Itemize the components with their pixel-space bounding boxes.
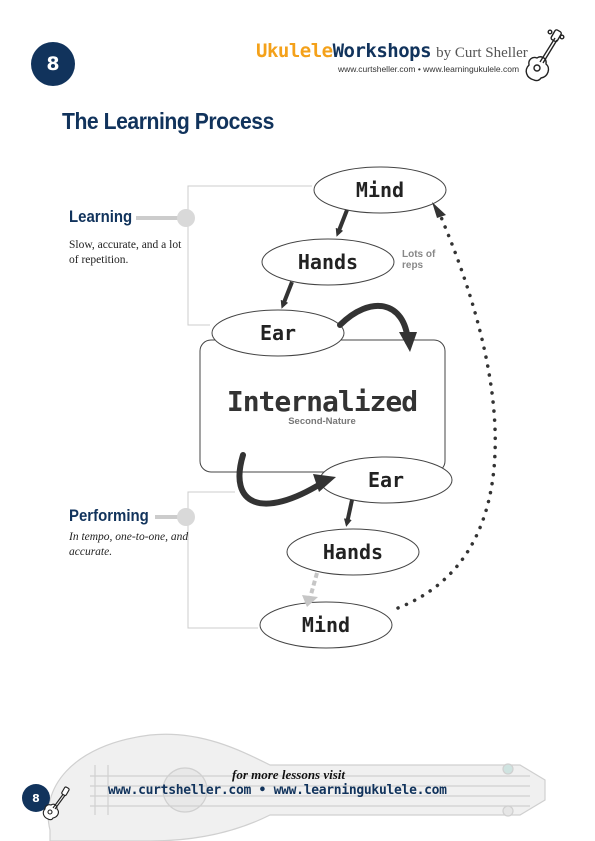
hands-bottom-label: Hands (322, 540, 384, 564)
footer-ukulele-icon (42, 786, 70, 821)
brand-byline: by Curt Sheller (436, 45, 528, 61)
arrow-hands-to-ear (280, 281, 294, 309)
ukulele-logo-icon (525, 29, 565, 82)
lots-of-reps-annotation: Lots of reps (402, 249, 436, 271)
footer-cta: for more lessons visit (232, 767, 346, 782)
brand-name-ukulele: Ukulele (256, 40, 333, 62)
learning-heading: Learning (69, 207, 133, 226)
page-number-badge: 8 (31, 42, 75, 86)
mind-top-label: Mind (355, 178, 405, 202)
mind-top-node (313, 166, 447, 214)
curved-arrow-internalized-to-ear-head (313, 474, 336, 492)
curved-arrow-ear-to-internalized (337, 302, 411, 345)
brand-urls[interactable]: www.curtsheller.com • www.learningukulel… (338, 64, 520, 74)
learning-connector-dot (177, 209, 195, 227)
ear-top-label: Ear (259, 321, 297, 345)
mind-bottom-node (259, 601, 393, 649)
performing-connector-dot (177, 508, 195, 526)
arrow-hands-to-mind (308, 572, 319, 599)
ukulele-watermark (47, 733, 546, 841)
ear-top-node (211, 309, 345, 357)
learning-description: Slow, accurate, and a lot of repetition. (69, 239, 182, 266)
learning-bracket (187, 185, 312, 326)
internalized-sublabel: Second-Nature (288, 416, 356, 427)
footer-urls[interactable]: www.curtsheller.com • www.learningukulel… (108, 783, 447, 798)
mind-bottom-label: Mind (301, 613, 351, 637)
curved-arrow-internalized-to-ear (236, 452, 325, 507)
arrow-mind-to-hands (335, 209, 349, 237)
performing-heading: Performing (69, 506, 149, 525)
ear-bottom-label: Ear (367, 468, 405, 492)
page-title: The Learning Process (62, 108, 274, 134)
performing-bracket (187, 491, 258, 629)
internalized-label: Internalized (226, 385, 418, 418)
hands-bottom-node (286, 528, 420, 576)
performing-description: In tempo, one-to-one, and accurate. (69, 531, 189, 558)
brand-logo[interactable]: UkuleleWorkshops by Curt Sheller (256, 40, 528, 62)
arrow-hands-to-mind-head (302, 595, 318, 607)
brand-name-workshops: Workshops (332, 40, 432, 62)
curved-arrow-ear-to-internalized-head (399, 332, 417, 352)
feedback-loop-dotted (396, 208, 497, 610)
hands-top-node (261, 238, 395, 286)
hands-top-label: Hands (297, 250, 359, 274)
feedback-loop-arrowhead (432, 202, 446, 218)
arrow-ear-to-hands (343, 499, 354, 527)
